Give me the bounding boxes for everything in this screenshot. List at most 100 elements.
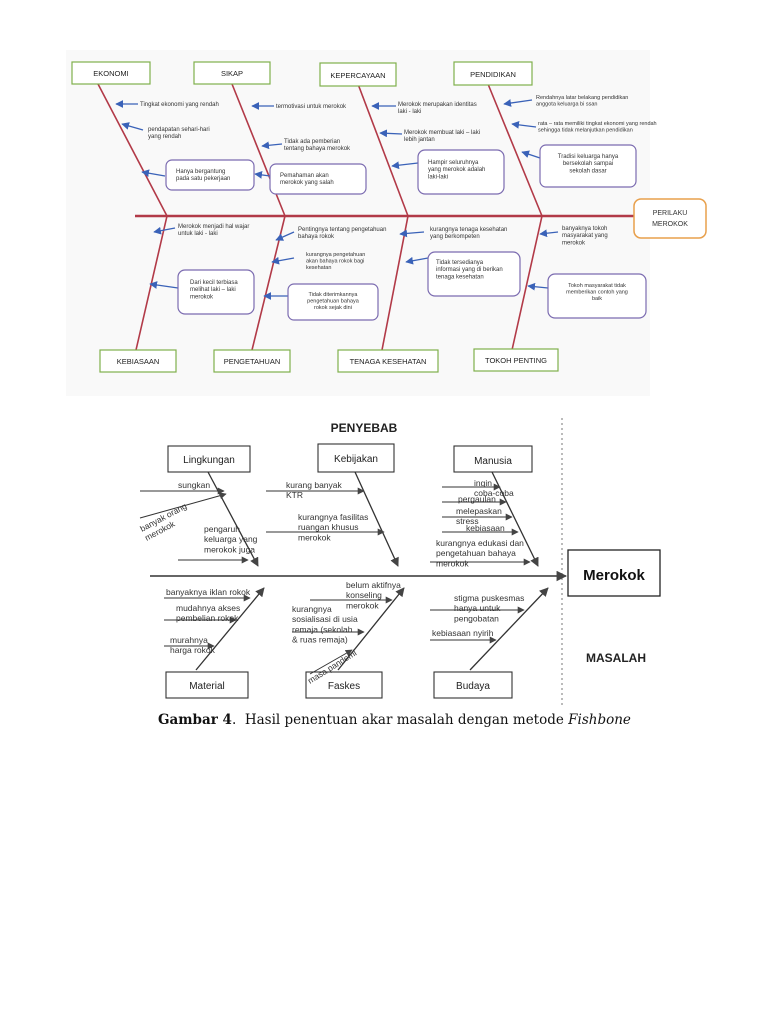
category-label-tokoh-penting: TOKOH PENTING [485,356,547,365]
cause-text-man-2: pergaulan [458,494,496,504]
category-box-kebijakan [317,443,395,473]
category-box-lingkungan [167,445,251,473]
text-line: kurang banyak [286,480,343,490]
effect-box-merokok [567,549,661,597]
text-line: coba-coba [474,488,514,498]
text-line: rokok sejak dini [314,305,352,311]
text-line: anggota keluarga bi ssan [536,102,597,108]
rib-lingkungan [207,471,259,567]
text-line: sosialisasi di usia [292,614,358,624]
header-penyebab: PENYEBAB [331,421,398,435]
category-label-pendidikan: PENDIDIKAN [470,70,516,79]
rib-tokoh-penting [511,215,543,351]
text-line: kurangnya fasilitas [298,512,368,522]
text-line: merokok yang salah [280,180,334,186]
text-line: untuk laki - laki [178,231,218,237]
arrow-pen-2 [511,121,537,129]
arrow-lin-2 [139,492,227,519]
text-line: sungkan [178,480,210,490]
text-line: yang rendah [148,134,181,140]
text-line: rata – rata memiliki tingkat ekonomi yan… [538,121,657,127]
text-line: stress [456,516,479,526]
effect-label-line2: MEROKOK [652,221,688,228]
rib-pendidikan [487,83,543,217]
arrow-fas-3 [309,649,353,675]
cause-box-kep [417,149,505,195]
text-line: merokok [346,600,379,610]
arrow-tok-box [527,282,549,291]
rib-tenaga-kesehatan [381,215,409,351]
arrow-tok-1 [539,229,559,238]
category-label-faskes: Faskes [328,681,360,692]
text-line: banyaknya iklan rokok [166,587,251,597]
rib-ekonomi [97,83,168,217]
text-line: merokok [298,532,331,542]
text-line: melepaskan [456,506,502,516]
arrow-keb-box [149,281,179,289]
cause-box-ten [427,251,521,297]
cause-box-eko [165,159,255,191]
header-masalah: MASALAH [586,651,646,665]
text-line: Pentingnya tentang pengetahuan [298,227,386,233]
arrow-keb-1 [153,226,176,235]
arrow-pen-box [521,150,541,159]
text-line: termotivasi untuk merokok [276,104,347,110]
text-line: yang merokok adalah [428,167,485,173]
cause-text-mat-1: banyaknya iklan rokok [166,587,251,597]
text-line: sekolah dasar [569,168,606,174]
cause-box-sik [269,163,367,195]
text-line: Tidak ada pemberian [284,139,340,145]
text-line: akan bahaya rokok bagi [306,259,364,265]
arrow-kep-box [391,161,419,170]
category-label-kebijakan: Kebijakan [334,454,378,465]
text-line: masyarakat yang [562,233,608,239]
category-label-ekonomi: EKONOMI [93,69,128,78]
arrow-sik-box [254,171,271,179]
figure-caption: Gambar 4. Hasil penentuan akar masalah d… [158,712,718,728]
text-line: Tingkat ekonomi yang rendah [140,102,219,108]
text-line: ruangan khusus [298,522,359,532]
effect-label-line1: PERILAKU [653,210,688,217]
category-box-tokoh-penting [473,348,559,372]
text-line: Rendahnya latar belakang pendidikan [536,95,628,101]
text-line: sehingga tidak melanjutkan pendidikan [538,128,633,134]
text-line: bersekolah sampai [563,161,613,167]
category-label-sikap: SIKAP [221,69,243,78]
arrow-eko-2 [121,122,144,131]
arrow-pgt-1 [275,231,295,241]
text-line: lebih jantan [404,137,435,143]
text-line: kesehatan [306,265,331,271]
rib-faskes [337,587,405,671]
text-line: kebiasaan nyirih [432,628,494,638]
text-line: laki - laki [398,109,421,115]
arrow-pgt-2 [271,256,295,265]
cause-box-keb [177,269,255,315]
category-box-pengetahuan [213,349,291,373]
text-line: Hampir seluruhnya [428,160,479,166]
caption-separator: . [231,712,237,728]
text-line: pengetahuan bahaya [436,548,516,558]
category-box-kebiasaan [99,349,177,373]
text-line: pergaulan [458,494,496,504]
text-line: Hanya bergantung [176,169,225,175]
text-line: Tokoh masyarakat tidak [568,283,626,289]
caption-italic: Fishbone [568,712,631,728]
cause-text-eko-1: Tingkat ekonomi yang rendah [140,102,219,108]
category-box-tenaga-kesehatan [337,349,439,373]
text-line: bahaya rokok [298,234,335,240]
arrow-ten-box [405,256,429,265]
